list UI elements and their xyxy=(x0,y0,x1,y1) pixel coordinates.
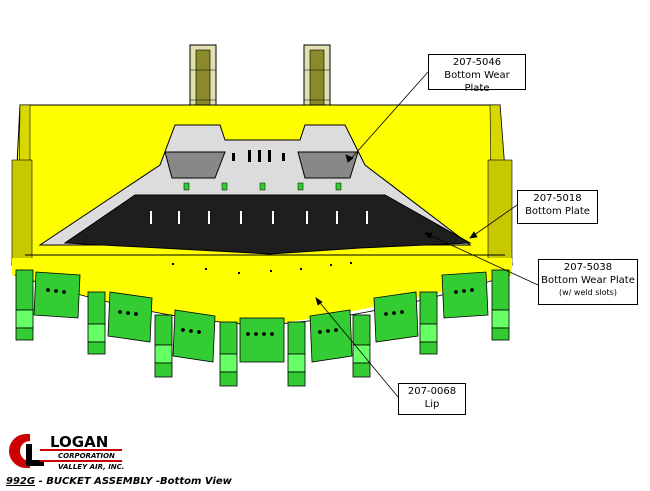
callout-part-name: Lip xyxy=(424,399,440,410)
logo-mark: LOGAN CORPORATION VALLEY AIR, INC. xyxy=(6,428,124,474)
bottom-wear-plate-slotted xyxy=(63,194,472,255)
callout-part-name: Bottom Wear Plate xyxy=(444,70,510,94)
logo-line3: VALLEY AIR, INC. xyxy=(58,463,124,471)
tooth xyxy=(154,314,173,378)
callout-part-name: Bottom Wear Plate xyxy=(541,275,635,286)
lip-segment xyxy=(441,271,489,319)
tooth xyxy=(15,269,34,341)
lip-segment xyxy=(33,271,81,319)
tooth xyxy=(219,321,238,387)
logan-logo: LOGAN CORPORATION VALLEY AIR, INC. xyxy=(6,428,124,474)
tooth xyxy=(491,269,510,341)
lip-segment xyxy=(107,291,153,343)
callout-part-note: (w/ weld slots) xyxy=(559,288,617,297)
callout-part-number: 207-5038 xyxy=(563,262,613,273)
lip-segment xyxy=(309,309,353,363)
lip-segment xyxy=(373,291,419,343)
callout-part-name: Bottom Plate xyxy=(525,206,590,217)
leader-lines xyxy=(315,71,539,398)
callout-part-number: 207-5018 xyxy=(533,193,582,204)
tooth xyxy=(419,291,438,355)
green-studs xyxy=(183,182,342,191)
lip-segment xyxy=(239,317,285,363)
tooth xyxy=(287,321,306,387)
callout-207-5046: 207-5046 Bottom Wear Plate xyxy=(428,54,526,94)
callout-part-number: 207-0068 xyxy=(407,386,457,397)
tooth xyxy=(87,291,106,355)
callout-207-5038: 207-5038 Bottom Wear Plate (w/ weld slot… xyxy=(538,259,638,305)
top-wear-plate-left xyxy=(164,151,226,179)
teeth-row xyxy=(15,269,510,387)
diagram-caption: 992G - BUCKET ASSEMBLY -Bottom View xyxy=(6,476,232,487)
caption-title: - BUCKET ASSEMBLY -Bottom View xyxy=(38,476,232,487)
lip-segment xyxy=(172,309,216,363)
top-wear-plate-right xyxy=(297,151,359,179)
callout-207-5018: 207-5018 Bottom Plate xyxy=(517,190,598,224)
caption-model: 992G xyxy=(6,476,36,487)
callout-part-number: 207-5046 xyxy=(452,57,502,68)
logo-line1: LOGAN xyxy=(50,433,108,451)
logo-line2: CORPORATION xyxy=(58,452,115,460)
callout-207-0068: 207-0068 Lip xyxy=(398,383,466,415)
